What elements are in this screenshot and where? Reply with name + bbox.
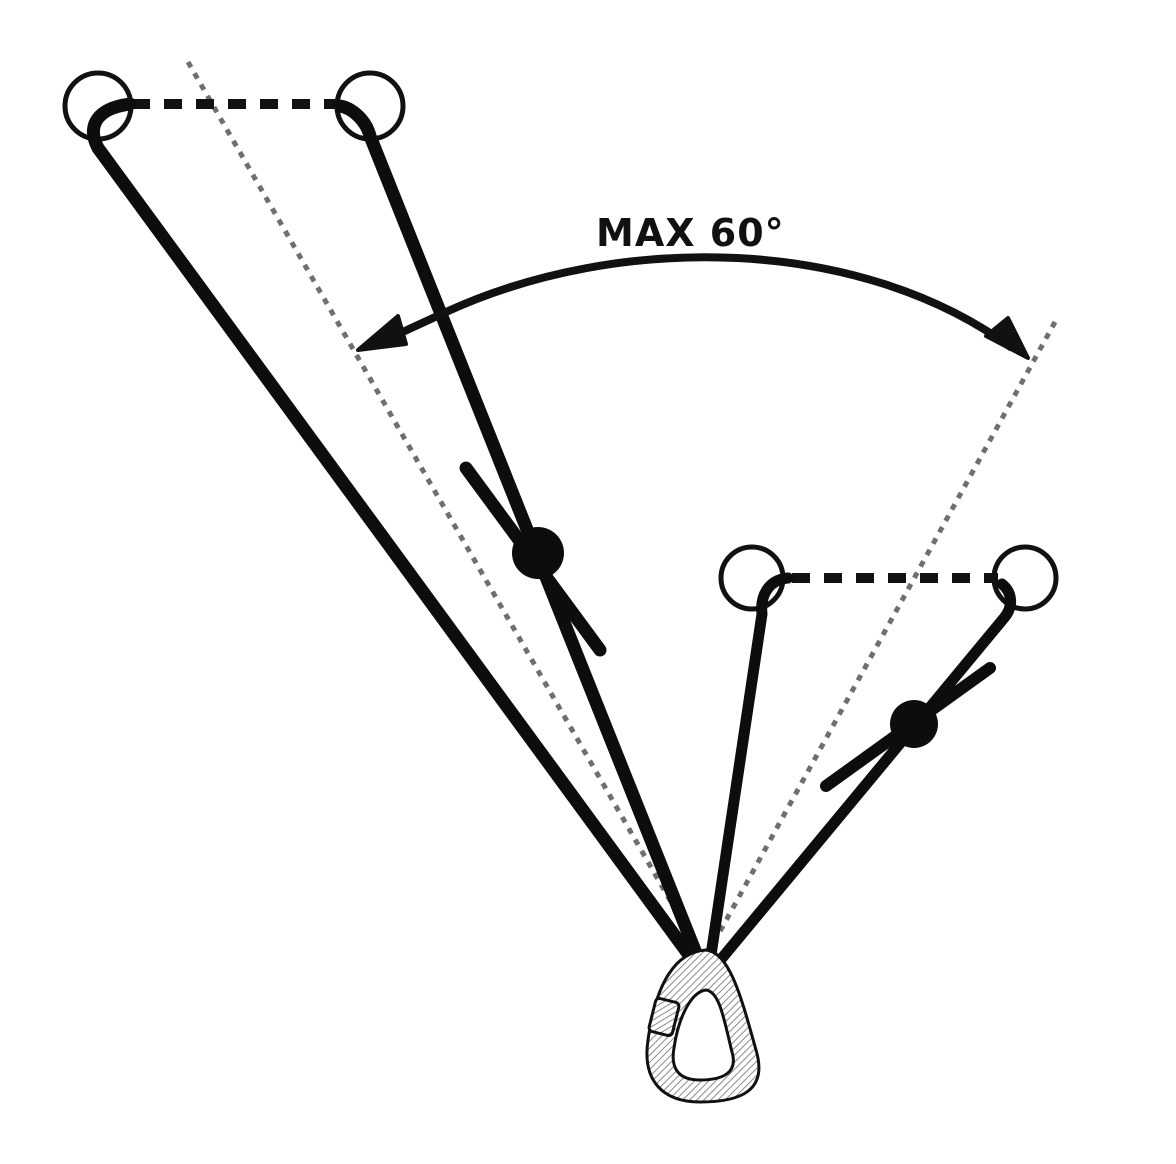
left-axis-line: [185, 60, 693, 937]
left-rope-inner: [333, 99, 709, 975]
angle-label: MAX 60°: [596, 211, 785, 255]
left-knot-icon: [512, 527, 564, 579]
carabiner-icon: [645, 948, 761, 1104]
carabiner-gate-icon: [647, 996, 681, 1038]
anchor-lower-right-icon: [991, 544, 1059, 612]
angle-arrow-left-shaft: [390, 308, 450, 340]
angle-arrowhead-right-icon: [984, 316, 1030, 360]
right-axis-line: [715, 320, 1058, 937]
right-knot-icon: [890, 700, 938, 748]
right-rope-outer: [702, 572, 794, 981]
left-rope-outer: [87, 97, 707, 977]
angle-arc: [444, 253, 1015, 352]
right-rope-inner: [702, 578, 1016, 981]
